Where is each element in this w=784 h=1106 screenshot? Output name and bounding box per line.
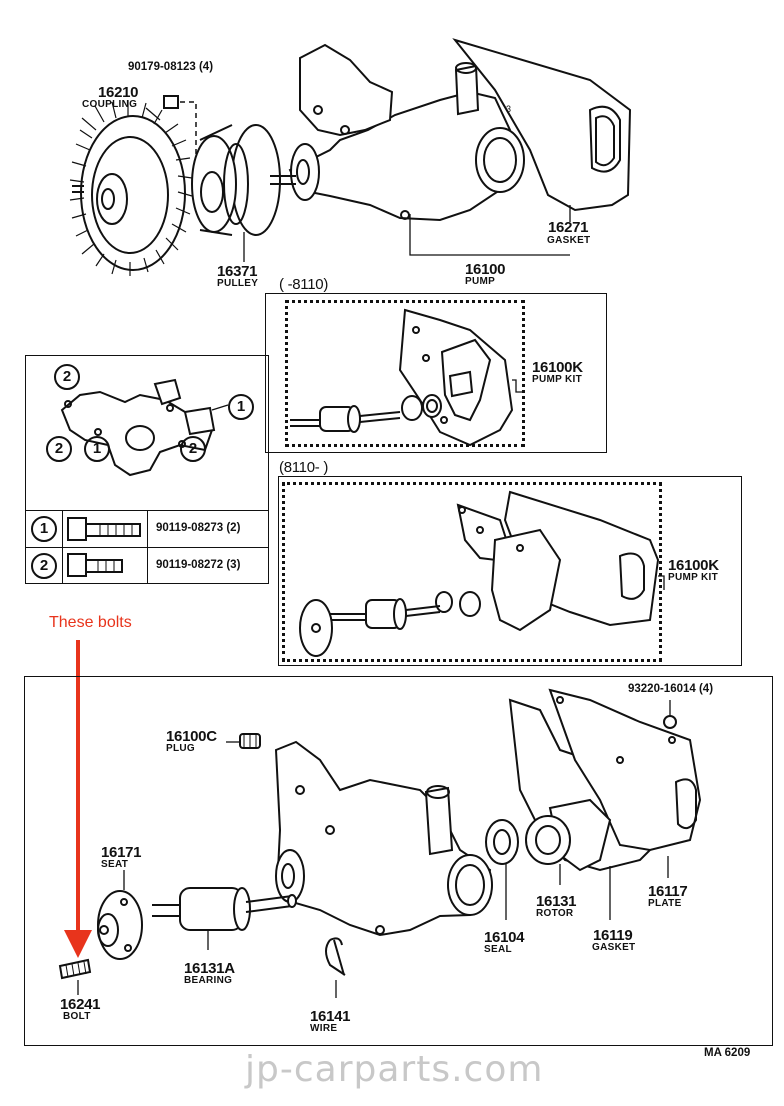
top-gasket-drawing: 3: [452, 38, 632, 212]
bearing-drawing: [152, 887, 297, 931]
pulley-drawing: [191, 124, 281, 236]
seal-label: SEAL: [484, 944, 512, 955]
bearing-label: BEARING: [184, 975, 233, 986]
kit1-dashed-outline: [285, 300, 525, 447]
bolt-label: BOLT: [63, 1011, 91, 1022]
bolt-long-icon: [67, 517, 141, 541]
svg-text:3: 3: [506, 104, 511, 114]
fan-coupling-drawing: [69, 100, 193, 276]
plate-part-number: 16117: [648, 883, 688, 900]
kit2-drawing: [299, 490, 660, 657]
watermark: jp-carparts.com: [245, 1049, 544, 1090]
top-gasket-label: GASKET: [547, 235, 591, 246]
seat-part-number: 16171: [101, 844, 142, 861]
kit2-part-number: 16100K: [668, 557, 719, 574]
bottom-section-box: [24, 676, 773, 1046]
pump-body-drawing: [270, 43, 525, 222]
seal-drawing: [485, 819, 519, 865]
marker-1-right: 1: [228, 394, 254, 420]
seat-drawing: [97, 890, 143, 960]
plug-part-number: 16100C: [166, 728, 217, 745]
bottom-plate-drawing: [548, 688, 702, 852]
top-gasket-part-number: 16271: [548, 219, 589, 236]
marker-1-left: 1: [84, 436, 110, 462]
rotor-label: ROTOR: [536, 908, 574, 919]
marker-2-left: 2: [46, 436, 72, 462]
kit1-box: [265, 293, 607, 453]
bolt-drawing: [58, 958, 92, 980]
plug-drawing: [239, 733, 261, 749]
bolt-top-part-number: 90179-08123 (4): [128, 61, 214, 73]
wire-label: WIRE: [310, 1023, 338, 1034]
coupling-label: COUPLING: [82, 99, 138, 110]
pump-part-number: 16100: [465, 261, 506, 278]
seat-label: SEAT: [101, 859, 129, 870]
plug-label: PLUG: [166, 743, 195, 754]
kit1-part-number: 16100K: [532, 359, 583, 376]
table-marker-1: 1: [31, 516, 57, 542]
plate-label: PLATE: [648, 898, 682, 909]
wire-drawing: [325, 937, 346, 976]
bolt-short-icon: [67, 553, 123, 577]
bearing-part-number: 16131A: [184, 960, 235, 977]
nut-part-number: 93220-16014 (4): [628, 683, 714, 695]
annotation-arrow: [64, 640, 92, 958]
annotation-text: These bolts: [49, 614, 132, 631]
bottom-gasket-label: GASKET: [592, 942, 636, 953]
coupling-bolt-drawing: [163, 95, 179, 109]
marker-2-right: 2: [180, 436, 206, 462]
kit2-range: (8110- ): [279, 459, 329, 476]
kit2-box: [278, 476, 742, 666]
seal-part-number: 16104: [484, 929, 525, 946]
marker-2-top: 2: [54, 364, 80, 390]
coupling-part-number: 16210: [98, 84, 139, 101]
kit2-dashed-outline: [282, 482, 662, 662]
kit2-label: PUMP KIT: [668, 572, 718, 583]
pump-label: PUMP: [465, 276, 496, 287]
bolt-part-number: 16241: [60, 996, 101, 1013]
wire-part-number: 16141: [310, 1008, 351, 1025]
kit1-drawing: [290, 308, 514, 447]
bolt-table-row-divider: [25, 510, 269, 548]
kit1-range: ( -8110): [279, 276, 329, 293]
rotor-part-number: 16131: [536, 893, 577, 910]
diagram-code: MA 6209: [704, 1047, 751, 1059]
rotor-drawing: [525, 798, 612, 872]
table-marker-2: 2: [31, 553, 57, 579]
pulley-part-number: 16371: [217, 263, 258, 280]
table-part-number-1: 90119-08273 (2): [156, 522, 241, 534]
table-part-number-2: 90119-08272 (3): [156, 559, 241, 571]
bottom-gasket-part-number: 16119: [593, 927, 633, 944]
pulley-label: PULLEY: [217, 278, 259, 289]
kit1-label: PUMP KIT: [532, 374, 582, 385]
